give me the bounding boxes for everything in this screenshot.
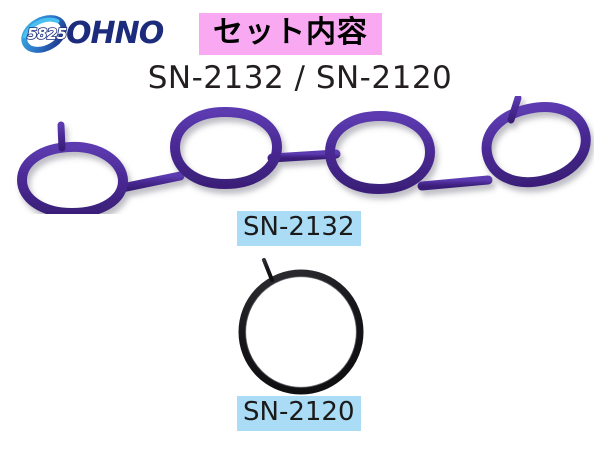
caption-sn-2132: SN-2132 xyxy=(237,211,361,246)
ohno-brand-logo: 5825 OHNO xyxy=(14,8,174,60)
manifold-gasket-illustration-icon xyxy=(17,96,591,214)
part-number-subtitle: SN-2132 / SN-2120 xyxy=(147,60,453,96)
intake-manifold-gasket-image xyxy=(6,96,594,214)
svg-text:OHNO: OHNO xyxy=(66,16,164,51)
svg-text:5825: 5825 xyxy=(27,25,67,43)
o-ring-gasket-illustration-icon xyxy=(238,258,364,395)
ohno-swoosh-logo-icon: 5825 OHNO xyxy=(21,15,165,53)
caption-sn-2120: SN-2120 xyxy=(237,396,361,431)
o-ring-gasket-image xyxy=(228,252,378,398)
section-title-set-contents: セット内容 xyxy=(199,13,382,55)
